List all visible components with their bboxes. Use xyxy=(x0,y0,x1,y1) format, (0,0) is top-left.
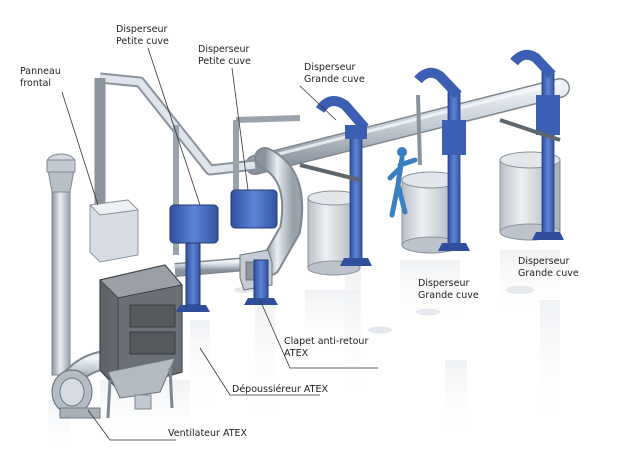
label-line: Disperseur xyxy=(418,278,470,289)
operator-figure xyxy=(387,147,418,218)
label-ventilateur: Ventilateur ATEX xyxy=(168,428,247,440)
label-panneau-frontal: Panneau frontal xyxy=(20,66,61,90)
label-line: Disperseur xyxy=(116,24,168,35)
label-disperseur-petite-cuve-2: Disperseur Petite cuve xyxy=(198,44,251,68)
label-disperseur-petite-cuve-1: Disperseur Petite cuve xyxy=(116,24,169,48)
panneau-frontal-unit xyxy=(88,199,140,263)
label-line: Disperseur xyxy=(304,62,356,73)
leader-lines xyxy=(61,47,378,441)
label-line: Petite cuve xyxy=(116,36,169,47)
label-disperseur-grande-cuve-right: Disperseur Grande cuve xyxy=(518,256,579,280)
depoussiereur-unit xyxy=(99,264,183,419)
label-depoussiereur: Dépoussiéreur ATEX xyxy=(232,384,328,396)
label-line: ATEX xyxy=(284,348,309,359)
label-clapet-anti-retour: Clapet anti-retour ATEX xyxy=(284,336,368,360)
small-dispersers xyxy=(169,189,278,312)
label-line: frontal xyxy=(20,78,52,89)
label-line: Disperseur xyxy=(198,44,250,55)
label-line: Petite cuve xyxy=(198,56,251,67)
label-line: Dépoussiéreur ATEX xyxy=(232,384,328,395)
label-disperseur-grande-cuve-mid: Disperseur Grande cuve xyxy=(418,278,479,302)
label-line: Grande cuve xyxy=(304,74,365,85)
label-line: Ventilateur ATEX xyxy=(168,428,248,439)
floor-reflections xyxy=(48,250,560,450)
label-line: Grande cuve xyxy=(418,290,479,301)
label-line: Clapet anti-retour xyxy=(284,336,369,347)
label-disperseur-grande-cuve-top: Disperseur Grande cuve xyxy=(304,62,365,86)
large-dispersers xyxy=(299,49,564,266)
label-line: Panneau xyxy=(20,66,61,77)
label-line: Grande cuve xyxy=(518,268,579,279)
exhaust-stack xyxy=(46,153,76,376)
label-line: Disperseur xyxy=(518,256,570,267)
